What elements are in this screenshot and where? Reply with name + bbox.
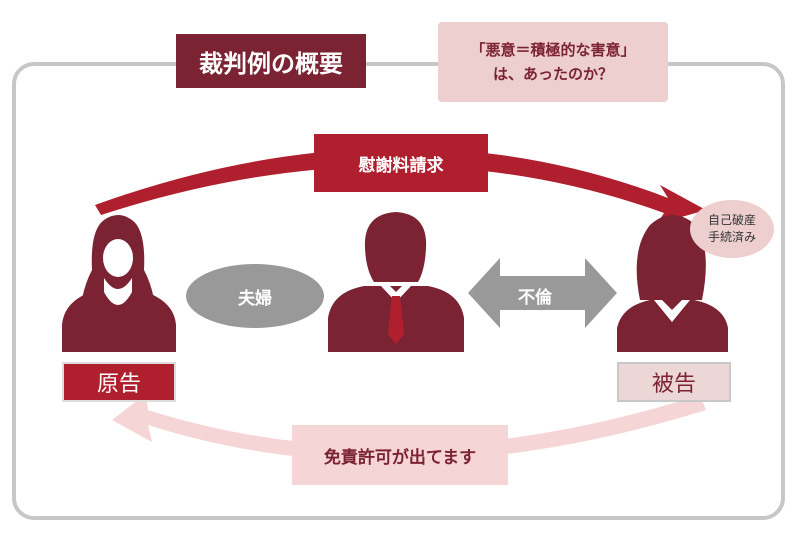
claim-label: 慰謝料請求 xyxy=(314,134,488,192)
defendant-woman-icon xyxy=(617,215,728,352)
defendant-label: 被告 xyxy=(617,362,731,402)
content-frame xyxy=(12,62,785,520)
affair-label: 不倫 xyxy=(518,287,552,308)
claim-arrow xyxy=(95,148,706,224)
affair-arrow xyxy=(468,258,617,328)
bankruptcy-note-line-1: 自己破産 xyxy=(707,213,756,227)
question-line-1: 「悪意＝積極的な害意」 xyxy=(470,41,636,59)
question-box: 「悪意＝積極的な害意」 は、あったのか？ xyxy=(438,22,668,102)
page-title: 裁判例の概要 xyxy=(176,34,366,88)
question-line-2: は、あったのか？ xyxy=(492,65,613,83)
plaintiff-label: 原告 xyxy=(62,362,176,402)
bankruptcy-note-line-2: 手続済み xyxy=(707,230,756,244)
couple-label: 夫婦 xyxy=(186,264,324,328)
bankruptcy-note: 自己破産 手続済み xyxy=(690,200,774,258)
discharge-label: 免責許可が出てます xyxy=(292,425,508,485)
plaintiff-woman-icon xyxy=(62,215,176,352)
husband-man-icon xyxy=(328,212,464,352)
discharge-arrow xyxy=(112,394,706,462)
